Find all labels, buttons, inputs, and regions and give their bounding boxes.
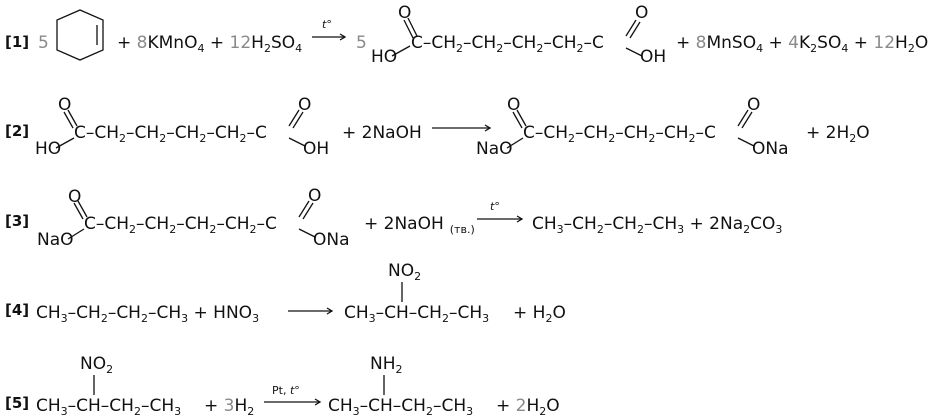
reactant-naoh-solid: + 2NaOH(тв.) [364,214,475,236]
arrow-condition: t° [490,200,500,213]
reactant-hydrogen: + 3H2 [204,396,254,418]
reaction-arrow [432,124,492,132]
reaction-2: [2] O HO C–CH2–CH2–CH2–CH2–C O OH + 2NaO… [5,95,870,159]
svg-text:NO2: NO2 [388,261,421,283]
svg-text:ONa: ONa [752,139,789,159]
svg-text:NH2: NH2 [370,354,403,376]
svg-text:C–CH2–CH2–CH2–CH2–C: C–CH2–CH2–CH2–CH2–C [523,123,716,145]
svg-text:O: O [747,95,760,115]
reaction-arrow: t° [477,200,524,223]
coefficient: 5 [356,33,367,53]
reaction-arrow [288,307,334,315]
reaction-label: [2] [5,122,29,140]
2-nitrobutane: NO2 CH3–CH–CH2–CH3 [344,261,489,325]
reaction-label: [4] [5,301,29,319]
svg-text:CH3–CH–CH2–CH3: CH3–CH–CH2–CH3 [36,396,181,418]
water-product: + 2H2O [496,396,560,418]
butane: CH3–CH2–CH2–CH3 + 2Na2CO3 [532,214,782,236]
svg-text:OH: OH [640,47,666,67]
reactant-naoh: + 2NaOH [342,123,422,143]
svg-text:O: O [308,186,321,206]
svg-text:CH3–CH–CH2–CH3: CH3–CH–CH2–CH3 [328,396,473,418]
reaction-5: [5] NO2 CH3–CH–CH2–CH3 + 3H2 Pt, t° NH2 … [5,354,560,418]
reaction-3: [3] O NaO C–CH2–CH2–CH2–CH2–C O ONa + 2N… [5,186,782,250]
svg-text:ONa: ONa [313,230,350,250]
svg-text:HO: HO [371,47,397,67]
adipic-acid: O HO C–CH2–CH2–CH2–CH2–C O OH [35,95,329,159]
reaction-arrow: t° [312,18,347,41]
cyclohexene-ring [56,9,104,61]
water-product: + 2H2O [806,123,870,145]
svg-text:NaO: NaO [476,139,513,159]
svg-text:C–CH2–CH2–CH2–CH2–C: C–CH2–CH2–CH2–CH2–C [84,214,277,236]
reaction-arrow: Pt, t° [264,384,322,406]
coefficient: 5 [38,33,49,53]
water-product: + H2O [513,303,566,325]
byproducts: + 8MnSO4 + 4K2SO4 + 12H2O [676,33,928,55]
svg-text:C–CH2–CH2–CH2–CH2–C: C–CH2–CH2–CH2–CH2–C [411,33,604,55]
svg-text:OH: OH [303,139,329,159]
svg-text:C–CH2–CH2–CH2–CH2–C: C–CH2–CH2–CH2–CH2–C [74,123,267,145]
sodium-adipate: O NaO C–CH2–CH2–CH2–CH2–C O ONa [37,186,350,250]
arrow-condition: t° [322,18,332,31]
arrow-condition: Pt, t° [272,384,300,397]
svg-text:NO2: NO2 [80,354,113,376]
reaction-label: [1] [5,33,29,51]
svg-text:NaO: NaO [37,230,74,250]
adipic-acid: O HO C–CH2–CH2–CH2–CH2–C O OH [371,3,666,67]
svg-text:HO: HO [35,139,61,159]
reaction-label: [3] [5,212,29,230]
sodium-adipate: O NaO C–CH2–CH2–CH2–CH2–C O ONa [476,95,789,159]
2-aminobutane: NH2 CH3–CH–CH2–CH3 [328,354,473,418]
svg-text:CH3–CH–CH2–CH3: CH3–CH–CH2–CH3 [344,303,489,325]
reaction-1: [1] 5 + 8KMnO4 + 12H2SO4 t° 5 O HO C–CH2… [5,3,928,67]
svg-text:O: O [635,3,648,23]
svg-text:O: O [298,95,311,115]
reaction-4: [4] CH3–CH2–CH2–CH3 + HNO3 NO2 CH3–CH–CH… [5,261,566,325]
2-nitrobutane: NO2 CH3–CH–CH2–CH3 [36,354,181,418]
reaction-label: [5] [5,394,29,412]
butane: CH3–CH2–CH2–CH3 + HNO3 [36,303,259,325]
reactant-kmno4: + 8KMnO4 + 12H2SO4 [117,33,302,55]
